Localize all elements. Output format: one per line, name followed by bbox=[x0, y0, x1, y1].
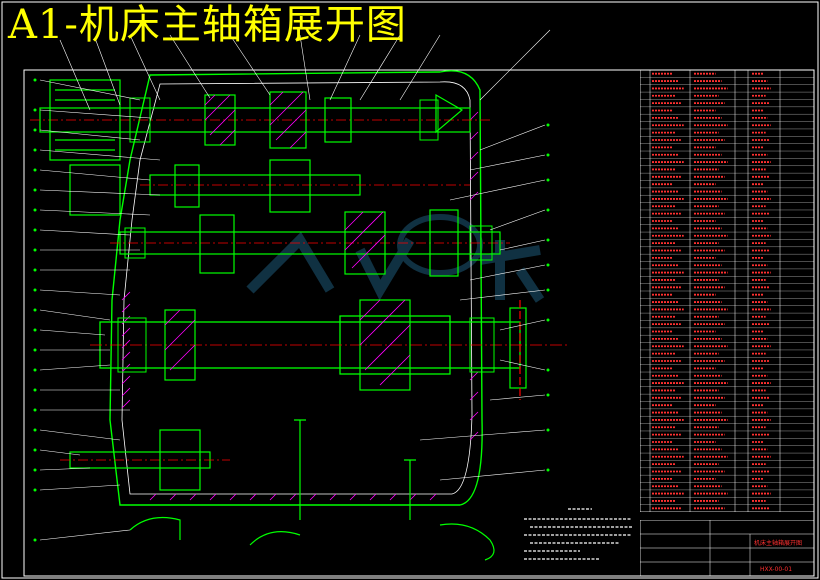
drawing-name: 机床主轴箱展开图 bbox=[754, 540, 803, 547]
technical-notes bbox=[524, 508, 632, 560]
shaft-2 bbox=[140, 174, 470, 196]
lower-shaft bbox=[60, 451, 230, 469]
spindle-flange bbox=[509, 300, 527, 400]
leader-lines-right bbox=[419, 29, 551, 481]
gear-hatch bbox=[164, 91, 411, 386]
spindle bbox=[90, 315, 570, 375]
shift-levers bbox=[129, 419, 495, 561]
title-block bbox=[640, 520, 814, 576]
shaft-3 bbox=[110, 231, 510, 255]
leader-lines-top bbox=[59, 34, 441, 111]
page-title: A1-机床主轴箱展开图 bbox=[8, 2, 407, 48]
bearings bbox=[117, 97, 495, 373]
shaft-1 bbox=[30, 107, 490, 133]
gears bbox=[159, 91, 459, 491]
leader-dots-right bbox=[546, 123, 550, 472]
parts-list-table bbox=[640, 70, 814, 512]
drawing-number: HXX-00-01 bbox=[760, 566, 793, 573]
parts-list-rows bbox=[640, 72, 814, 510]
leader-lines-left bbox=[39, 79, 161, 541]
watermark-logo bbox=[246, 214, 545, 303]
housing-hatch bbox=[121, 111, 479, 501]
pulley bbox=[49, 79, 121, 216]
gearbox-housing bbox=[109, 70, 483, 506]
cone-part bbox=[435, 93, 464, 134]
leader-dots-left bbox=[33, 78, 37, 542]
inner-frame bbox=[23, 69, 815, 577]
